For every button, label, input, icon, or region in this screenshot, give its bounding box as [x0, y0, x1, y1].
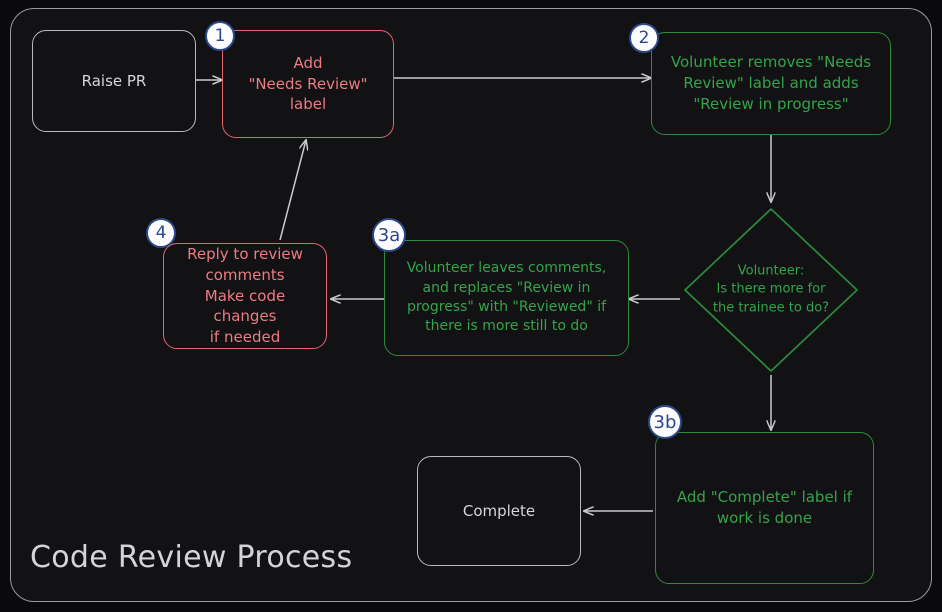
diamond-shape [684, 208, 858, 372]
node-raise-pr[interactable]: Raise PR [32, 30, 196, 132]
step-badge-2[interactable]: 2 [629, 23, 659, 53]
step-badge-3a[interactable]: 3a [372, 218, 406, 252]
node-reply-to-review-comments[interactable]: Reply to review comments Make code chang… [163, 243, 327, 349]
step-badge-3b[interactable]: 3b [648, 405, 682, 439]
node-add-needs-review-label[interactable]: Add "Needs Review" label [222, 30, 394, 138]
node-volunteer-leaves-comments[interactable]: Volunteer leaves comments, and replaces … [384, 240, 629, 356]
node-volunteer-removes-label[interactable]: Volunteer removes "Needs Review" label a… [651, 32, 891, 135]
step-badge-1[interactable]: 1 [205, 21, 235, 51]
node-add-complete-label[interactable]: Add "Complete" label if work is done [655, 432, 874, 584]
node-complete[interactable]: Complete [417, 456, 581, 566]
diagram-title: Code Review Process [30, 540, 353, 575]
step-badge-4[interactable]: 4 [146, 218, 176, 248]
node-decision-more-work[interactable]: Volunteer: Is there more for the trainee… [681, 205, 861, 375]
